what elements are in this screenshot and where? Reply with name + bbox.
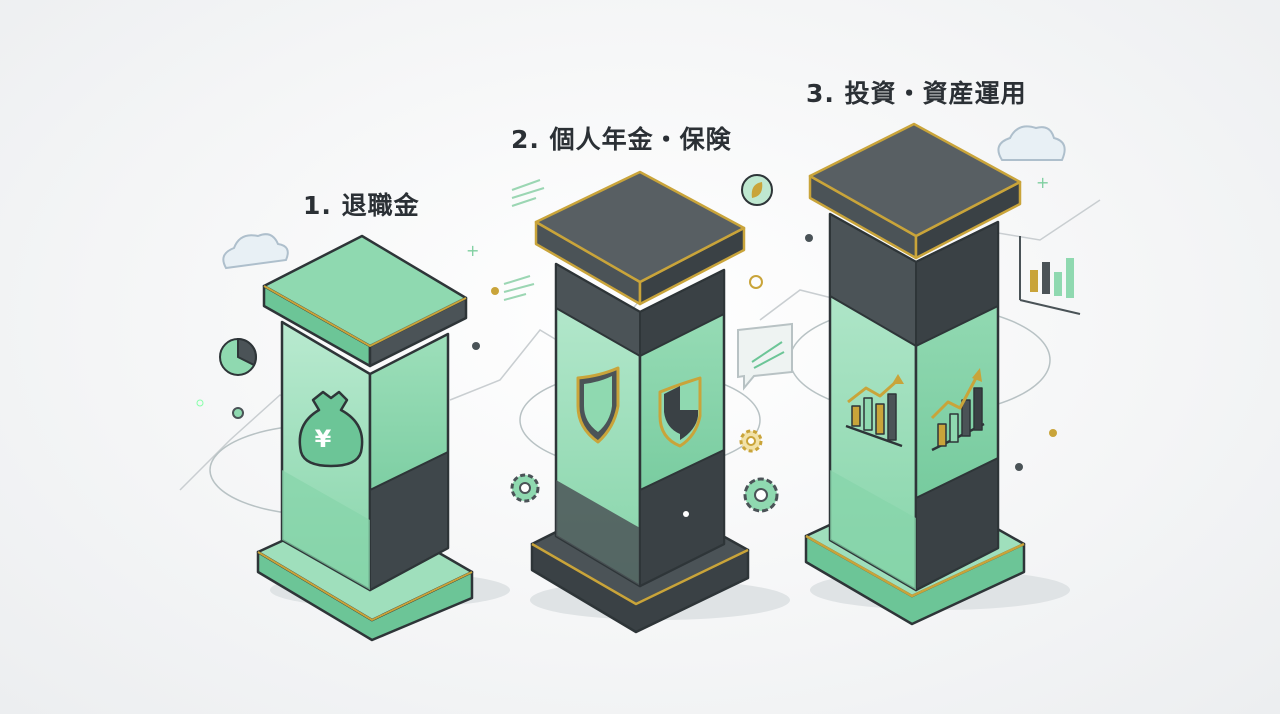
pie-chart-icon: [219, 337, 257, 376]
bar-chart-icon: [1019, 236, 1081, 315]
svg-text:+: +: [1036, 173, 1049, 192]
growth-chart-icon-right: [930, 368, 985, 452]
shield-icon: [576, 366, 620, 444]
pillar-label-1: 1. 退職金: [303, 191, 420, 220]
gear-icon-2: [739, 429, 763, 453]
chat-bubble-icon: [737, 322, 793, 391]
pillar-label-3: 3. 投資・資産運用: [806, 79, 1027, 108]
money-bag-yen-icon: ¥: [298, 390, 364, 468]
pillar-label-2: 2. 個人年金・保険: [511, 125, 732, 154]
pillar-3: [804, 122, 1070, 626]
pillar-1: ¥: [256, 234, 510, 642]
gear-icon-3: [743, 477, 779, 513]
cloud-icon-left: [222, 233, 289, 270]
svg-text:+: +: [466, 241, 479, 260]
decor-lines: [503, 179, 545, 301]
growth-chart-icon: [845, 374, 904, 448]
yen-glyph: ¥: [315, 425, 332, 453]
gear-icon-1: [510, 473, 540, 503]
shield-icon-checkered: [658, 376, 702, 448]
coin-icon: [741, 174, 773, 206]
pillar-2: [530, 170, 790, 634]
cloud-icon-right: [997, 125, 1066, 161]
